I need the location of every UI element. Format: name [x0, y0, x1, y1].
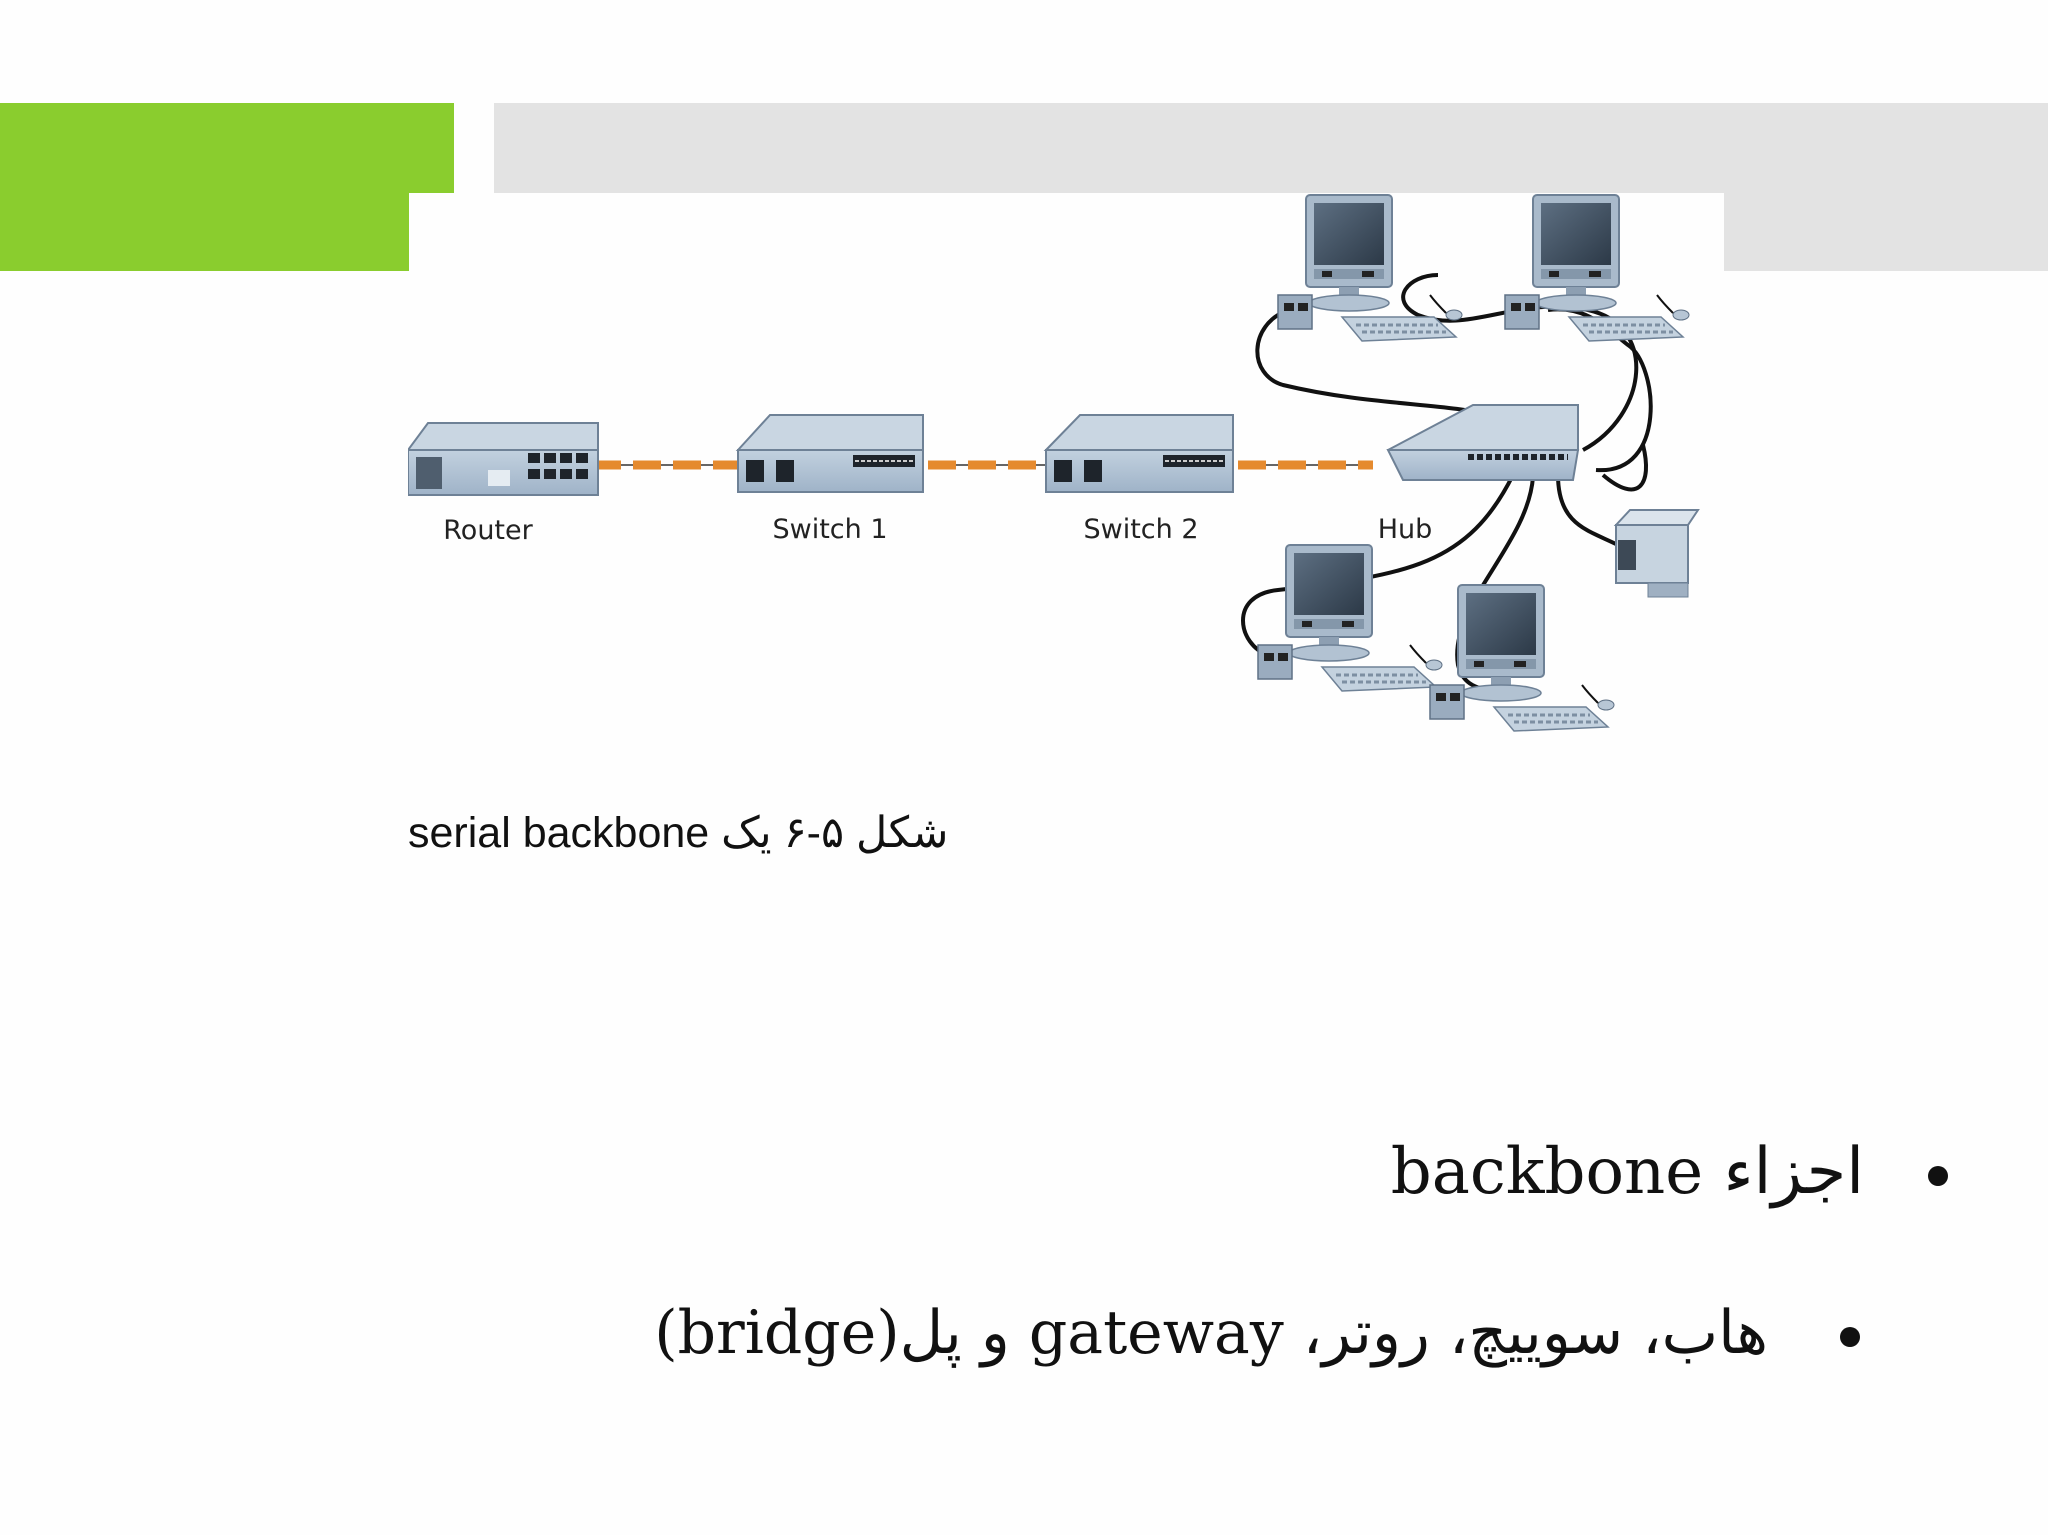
header-bar-gray: [494, 103, 2048, 193]
printer-device: [1613, 509, 1700, 598]
bullet-text: هاب، سوییچ، روتر، gateway و پل(bridge): [654, 1298, 1768, 1368]
accent-bar-green: [0, 103, 454, 193]
hub-device: [1386, 404, 1580, 481]
hub-label: Hub: [1378, 514, 1433, 545]
bullet-dot-icon: [1840, 1327, 1860, 1347]
router-device: [408, 422, 599, 496]
router-label: Router: [443, 515, 533, 546]
workstation-pc-2: [1503, 193, 1691, 343]
switch2-device: [1043, 414, 1234, 493]
accent-bar-green-lower: [0, 193, 409, 271]
switch2-label: Switch 2: [1083, 514, 1198, 545]
bullet-text: اجزاء backbone: [1390, 1135, 1864, 1209]
workstation-pc-1: [1276, 193, 1464, 343]
switch1-label: Switch 1: [772, 514, 887, 545]
figure-caption: شکل ۵-۶ یک serial backbone: [408, 809, 949, 857]
serial-backbone-diagram: Router Switch 1 Switch 2 Hub: [408, 193, 1700, 733]
bullet-item: اجزاء backbone: [764, 1135, 1864, 1215]
workstation-pc-4: [1428, 583, 1616, 733]
switch1-device: [735, 414, 924, 493]
bullet-dot-icon: [1928, 1166, 1948, 1186]
header-bar-gray-lower: [1724, 193, 2048, 271]
bullet-item: هاب، سوییچ، روتر، gateway و پل(bridge): [568, 1298, 1768, 1378]
